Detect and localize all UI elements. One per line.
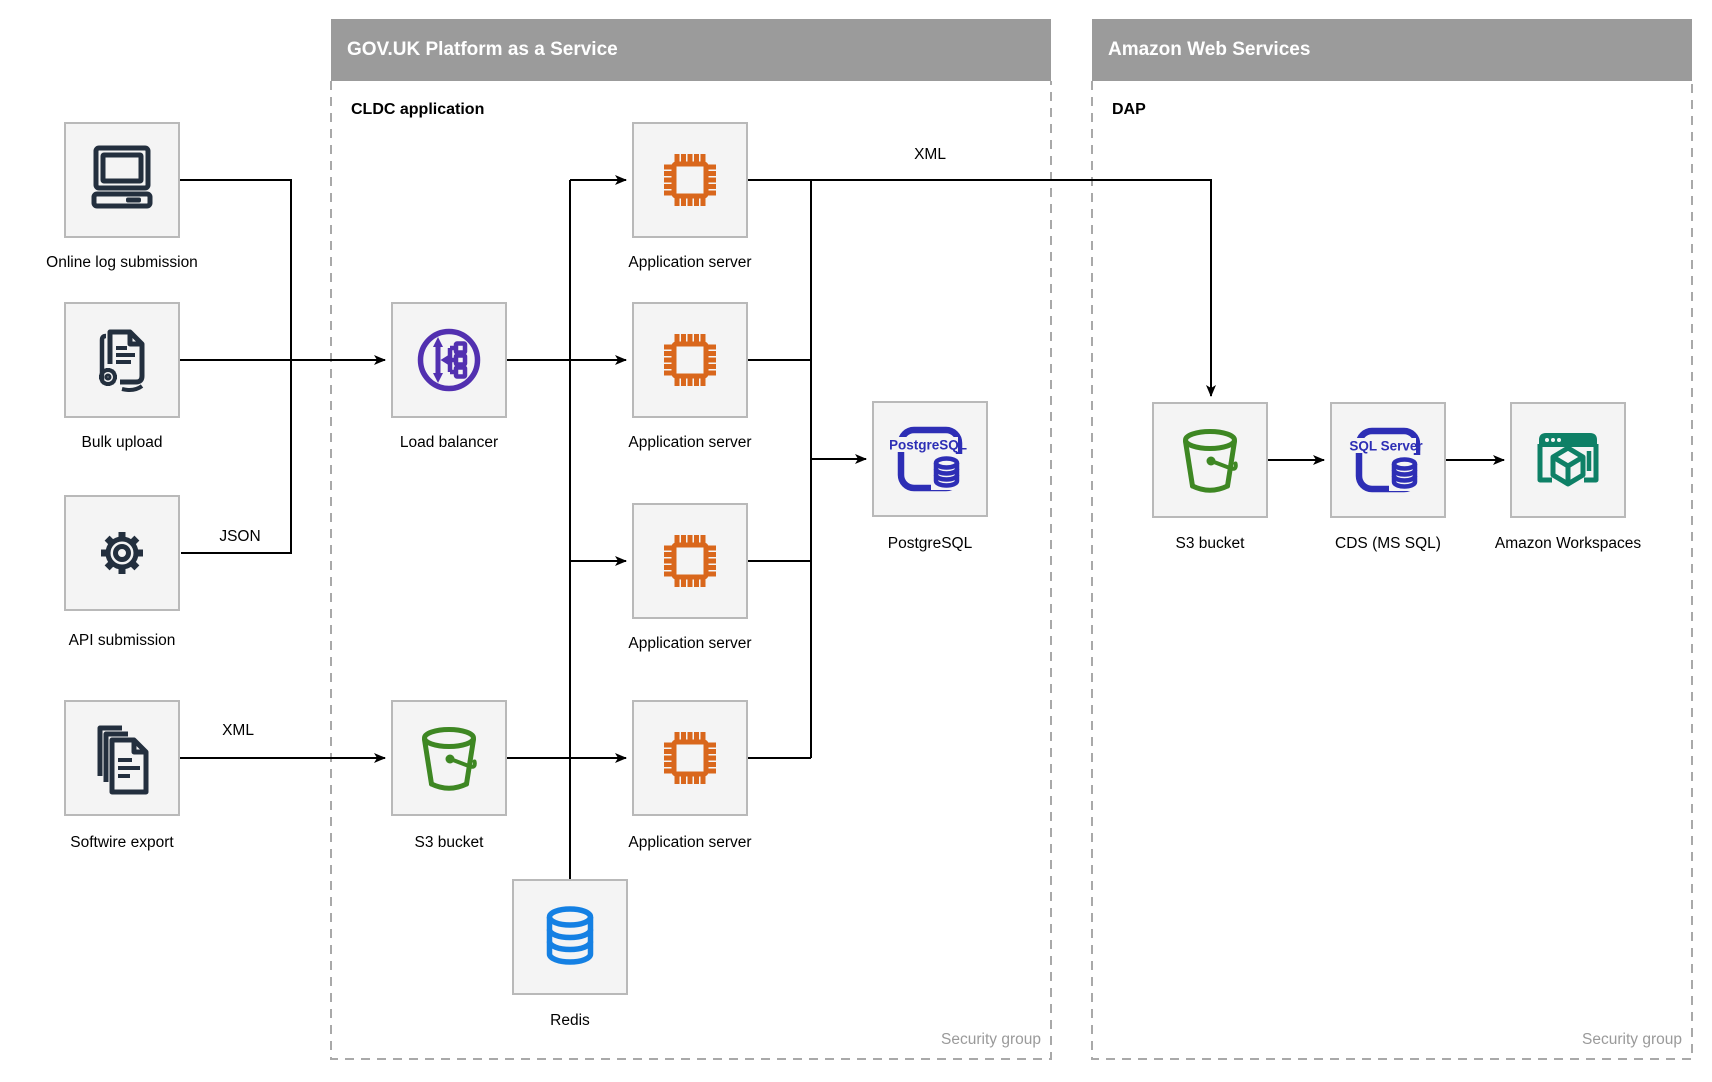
- node-label-s3-paas: S3 bucket: [414, 834, 484, 851]
- load-balancer-icon: [417, 328, 481, 392]
- aws-title: Amazon Web Services: [1108, 39, 1311, 60]
- aws-security-group-label: Security group: [1582, 1031, 1682, 1048]
- node-softwire-export: [64, 700, 180, 816]
- node-app-server-2: [632, 302, 748, 418]
- node-s3-bucket-paas: [391, 700, 507, 816]
- paas-title: GOV.UK Platform as a Service: [347, 39, 618, 60]
- documents-stack-icon: [97, 725, 149, 795]
- node-label-postgresql: PostgreSQL: [887, 535, 973, 552]
- edge-online-log-and-api-merge: [180, 179, 292, 554]
- node-app-server-3: [632, 503, 748, 619]
- node-label-app-server-4: Application server: [628, 834, 752, 851]
- node-label-app-server-1: Application server: [628, 254, 752, 271]
- node-app-server-1: [632, 122, 748, 238]
- node-label-bulk-upload: Bulk upload: [81, 434, 163, 451]
- desktop-computer-icon: [91, 145, 153, 209]
- gear-icon: [101, 532, 143, 574]
- node-api-submission: [64, 495, 180, 611]
- paas-sublabel: CLDC application: [351, 101, 485, 118]
- node-label-softwire-export: Softwire export: [70, 834, 174, 851]
- edge-label-json: JSON: [219, 528, 261, 545]
- node-label-app-server-3: Application server: [628, 635, 752, 652]
- node-app-server-4: [632, 700, 748, 816]
- node-label-load-balancer: Load balancer: [399, 434, 499, 451]
- node-cds-mssql: SQL Server: [1330, 402, 1446, 518]
- edge-xml-to-dap-s3: [748, 179, 1216, 397]
- node-label-online-log: Online log submission: [46, 254, 198, 271]
- paas-dashed-border: [330, 81, 1052, 1060]
- aws-header-bar: Amazon Web Services: [1092, 19, 1692, 81]
- edge-label-xml-softwire: XML: [222, 722, 254, 739]
- postgresql-icon: PostgreSQL: [890, 426, 967, 492]
- database-cylinder-icon: [546, 906, 594, 965]
- edge-label-xml-to-dap: XML: [914, 146, 946, 163]
- panel-aws: Amazon Web Services DAP Security group: [1092, 19, 1692, 1059]
- paas-header-bar: GOV.UK Platform as a Service: [331, 19, 1051, 81]
- aws-sublabel: DAP: [1112, 101, 1146, 118]
- chip-icon: [664, 732, 716, 784]
- document-gear-icon: [99, 329, 145, 392]
- sql-server-icon: SQL Server: [1349, 427, 1423, 493]
- node-label-app-server-2: Application server: [628, 434, 752, 451]
- node-load-balancer: [391, 302, 507, 418]
- s3-bucket-icon: [422, 727, 477, 791]
- node-label-workspaces: Amazon Workspaces: [1494, 535, 1642, 552]
- node-postgresql: PostgreSQL: [872, 401, 988, 517]
- sql-server-icon-text: SQL Server: [1349, 439, 1423, 454]
- s3-bucket-icon: [1183, 429, 1238, 493]
- node-s3-bucket-aws: [1152, 402, 1268, 518]
- chip-icon: [664, 154, 716, 206]
- node-label-cds: CDS (MS SQL): [1335, 535, 1441, 552]
- node-label-api-submission: API submission: [68, 632, 176, 649]
- node-redis: [512, 879, 628, 995]
- chip-icon: [664, 535, 716, 587]
- paas-security-group-label: Security group: [941, 1031, 1041, 1048]
- node-online-log-submission: [64, 122, 180, 238]
- node-label-redis: Redis: [550, 1012, 590, 1029]
- workspaces-icon: [1537, 433, 1599, 487]
- node-bulk-upload: [64, 302, 180, 418]
- chip-icon: [664, 334, 716, 386]
- aws-dashed-border: [1091, 81, 1693, 1060]
- postgresql-icon-text: PostgreSQL: [890, 438, 967, 453]
- panel-paas: GOV.UK Platform as a Service CLDC applic…: [331, 19, 1051, 1059]
- node-label-s3-aws: S3 bucket: [1175, 535, 1245, 552]
- node-amazon-workspaces: [1510, 402, 1626, 518]
